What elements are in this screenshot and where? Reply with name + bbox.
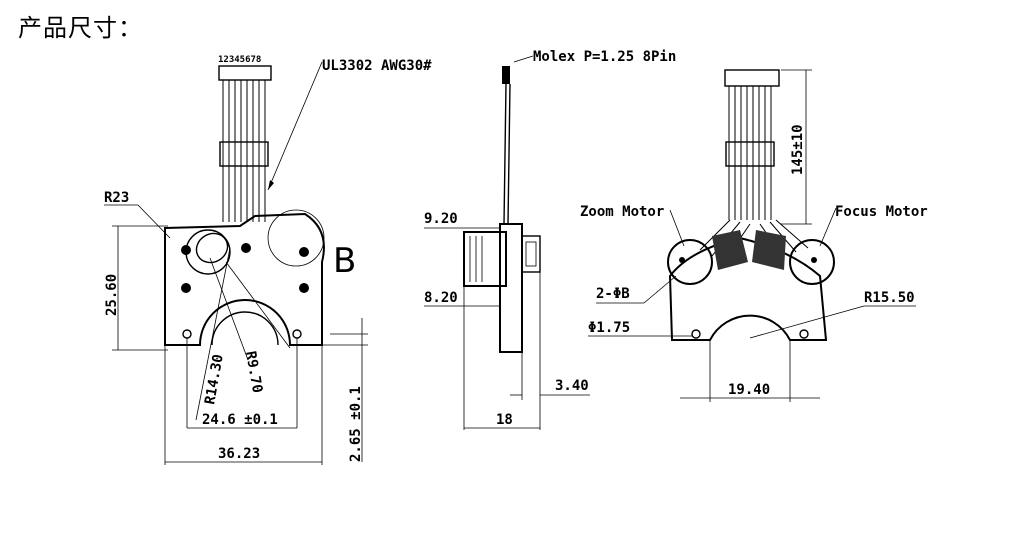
rear-mount-hole-right xyxy=(799,329,809,339)
rear-focus-motor xyxy=(789,239,835,285)
zoom-motor-label: Zoom Motor xyxy=(580,204,664,220)
rear-view: 145±10 Zoom Motor Focus Motor 2-ΦB xyxy=(580,69,928,402)
cable-length-label: 145±10 xyxy=(790,124,806,175)
front-cable-label-sleeve xyxy=(219,141,269,167)
front-mount-hole-right xyxy=(292,329,302,339)
radius-9-70-label: R9.70 xyxy=(242,350,265,394)
mount-hole-diameter-label: Φ1.75 xyxy=(588,320,630,336)
front-connector xyxy=(218,65,272,81)
radius-23-label: R23 xyxy=(104,190,129,206)
overall-width-label: 36.23 xyxy=(218,446,260,462)
side-motor-block xyxy=(463,231,507,287)
motor-diameter-label: 2-ΦB xyxy=(596,286,630,302)
rear-mount-hole-left xyxy=(691,329,701,339)
front-focus-motor xyxy=(267,209,325,267)
focus-motor-label: Focus Motor xyxy=(835,204,928,220)
side-mount-plate xyxy=(499,223,523,353)
page-title: 产品尺寸： xyxy=(18,14,143,42)
view-letter-b: B xyxy=(333,241,356,281)
rear-connector xyxy=(724,69,780,87)
rear-housing-outline xyxy=(668,236,828,341)
rear-gear-right xyxy=(752,230,786,270)
pin-number-label: 12345678 xyxy=(218,55,261,65)
side-9-20-label: 9.20 xyxy=(424,211,458,227)
rear-cable-label-sleeve xyxy=(725,141,775,167)
side-connector xyxy=(502,66,510,84)
side-3-40-label: 3.40 xyxy=(555,378,589,394)
inner-width-label: 19.40 xyxy=(728,382,770,398)
side-18-label: 18 xyxy=(496,412,513,428)
radius-15-50-label: R15.50 xyxy=(864,290,915,306)
rear-zoom-motor xyxy=(667,239,713,285)
connector-spec-label: Molex P=1.25 8Pin xyxy=(533,49,676,65)
cable-spec-label: UL3302 AWG30# xyxy=(322,58,432,74)
rear-cable xyxy=(728,86,772,220)
side-8-20-label: 8.20 xyxy=(424,290,458,306)
hole-spacing-label: 24.6 ±0.1 xyxy=(202,412,278,428)
radius-14-30-label: R14.30 xyxy=(202,353,227,406)
front-cable xyxy=(222,80,266,222)
rear-gear-left xyxy=(712,230,748,270)
offset-2-65-label: 2.65 ±0.1 xyxy=(348,386,364,462)
front-mount-hole-left xyxy=(182,329,192,339)
front-view: 12345678 UL3302 AWG30# xyxy=(104,55,432,465)
height-25-60-label: 25.60 xyxy=(104,274,120,316)
side-view: Molex P=1.25 8Pin 9.20 8.20 xyxy=(424,49,676,430)
front-housing-outline xyxy=(164,212,325,346)
